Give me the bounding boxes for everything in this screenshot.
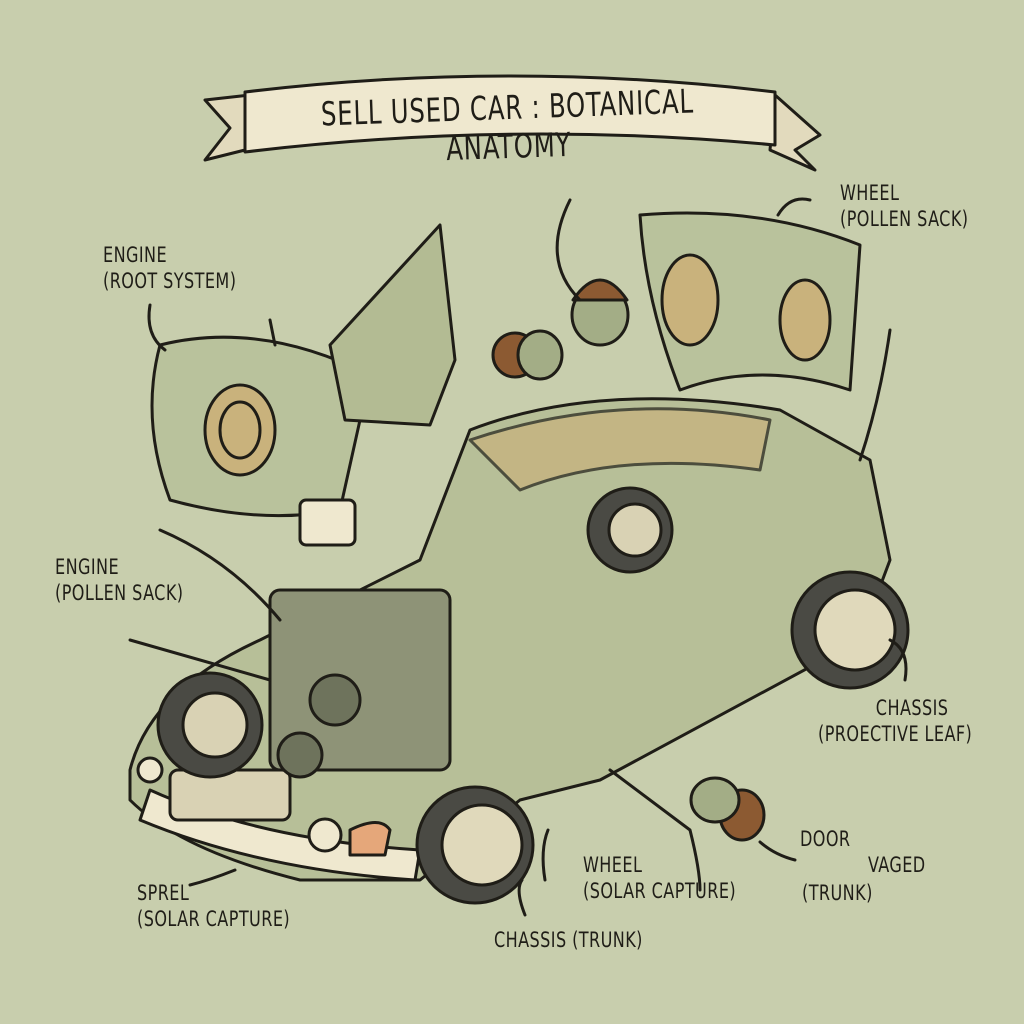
label-vaged: VAGED [868,852,926,878]
label-line: VAGED [868,853,926,877]
acorn [570,278,630,347]
label-sprel-solar-capture: SPREL (SOLAR CAPTURE) [137,880,290,932]
front-right-wheel [415,785,535,905]
title-banner [203,74,822,172]
label-engine-root-system: ENGINE (ROOT SYSTEM) [103,242,236,294]
acorn [491,329,564,381]
label-line: (ROOT SYSTEM) [103,269,237,293]
front-left-wheel [156,671,264,779]
label-line: WHEEL [840,181,900,205]
label-line: ENGINE [103,243,168,267]
label-line: (SOLAR CAPTURE) [137,907,291,931]
label-line: (POLLEN SACK) [840,207,969,231]
label-chassis-protective-leaf: CHASSIS (PROECTIVE LEAF) [818,695,972,747]
rear-wheel [790,570,910,690]
label-line: (TRUNK) [802,881,873,905]
label-door: DOOR [800,826,851,852]
page-title: SELL USED CAR : BOTANICAL ANATOMY [320,81,695,169]
label-line: WHEEL [583,853,643,877]
label-line: CHASSIS (TRUNK) [494,928,643,952]
label-chassis-trunk: CHASSIS (TRUNK) [494,927,643,953]
label-line: DOOR [800,827,851,851]
label-line: (POLLEN SACK) [55,581,184,605]
label-wheel-solar-capture: WHEEL (SOLAR CAPTURE) [583,852,736,904]
label-wheel-pollen-sack: WHEEL (POLLEN SACK) [840,180,968,232]
acorn [689,776,766,842]
rear-left-wheel [586,486,674,574]
label-trunk: (TRUNK) [802,880,873,906]
label-line: CHASSIS [875,696,949,720]
label-line: ENGINE [55,555,120,579]
label-line: (PROECTIVE LEAF) [818,722,973,746]
label-line: (SOLAR CAPTURE) [583,879,737,903]
door-panel [328,223,457,427]
label-engine-pollen-sack: ENGINE (POLLEN SACK) [55,554,183,606]
label-line: SPREL [137,881,190,905]
